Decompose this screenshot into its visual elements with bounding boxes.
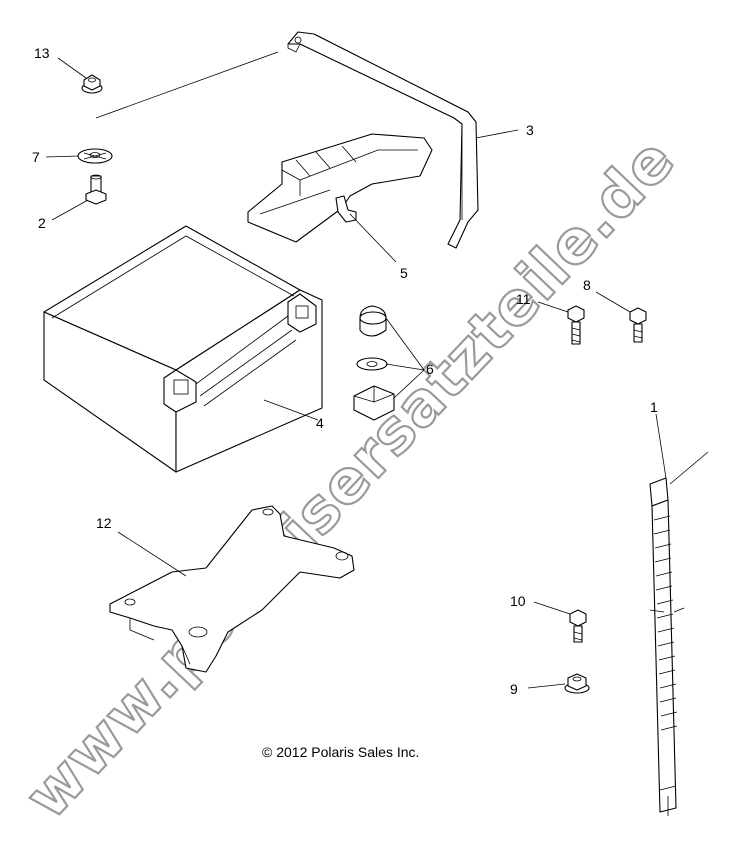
part-12-mounting-bracket[interactable] xyxy=(109,505,355,673)
callout-1: 1 xyxy=(650,399,658,415)
part-7-washer[interactable] xyxy=(77,148,113,164)
callout-labels: 13 7 2 3 5 4 6 11 8 1 12 10 9 xyxy=(32,45,658,697)
part-9-flange-nut[interactable] xyxy=(564,673,590,694)
part-4-battery[interactable] xyxy=(43,225,323,473)
leader-lines xyxy=(45,51,667,689)
callout-13: 13 xyxy=(34,45,50,61)
part-2-bolt[interactable] xyxy=(85,174,107,205)
part-1-cable-strap[interactable] xyxy=(649,451,709,816)
callout-2: 2 xyxy=(38,215,46,231)
callout-5: 5 xyxy=(400,265,408,281)
callout-8: 8 xyxy=(583,277,591,293)
part-3-bracket[interactable] xyxy=(287,31,479,249)
callout-6: 6 xyxy=(426,361,434,377)
part-8-bolt[interactable] xyxy=(629,307,647,343)
part-13-flange-nut[interactable] xyxy=(81,74,103,94)
part-10-bolt[interactable] xyxy=(569,609,587,643)
part-6-terminal-hardware[interactable] xyxy=(353,305,395,421)
callout-12: 12 xyxy=(96,515,112,531)
callout-4: 4 xyxy=(316,415,324,431)
callout-7: 7 xyxy=(32,149,40,165)
callout-3: 3 xyxy=(526,122,534,138)
part-11-bolt[interactable] xyxy=(567,305,585,345)
watermark: www.polarisersatzteile.de xyxy=(12,125,689,833)
callout-11: 11 xyxy=(516,291,531,307)
copyright-text: © 2012 Polaris Sales Inc. xyxy=(262,744,419,760)
callout-9: 9 xyxy=(510,681,518,697)
callout-10: 10 xyxy=(510,593,526,609)
part-5-battery-pad[interactable] xyxy=(247,133,433,243)
